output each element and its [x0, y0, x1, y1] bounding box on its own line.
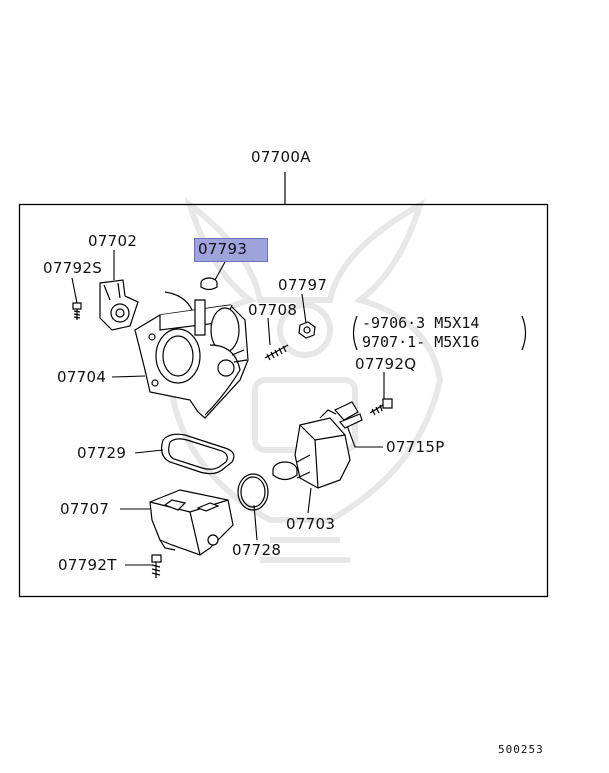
part-label-07702[interactable]: 07702 [88, 232, 138, 250]
cap-07793-part[interactable] [200, 277, 218, 291]
bracket-07715p-part[interactable] [334, 401, 363, 429]
spec-note-line-2: 9707·1- M5X16 [362, 333, 480, 351]
o-ring-07728-part[interactable] [237, 473, 269, 511]
part-label-07715p[interactable]: 07715P [386, 438, 445, 456]
part-label-07708[interactable]: 07708 [248, 301, 298, 319]
screw-07792s-part[interactable] [72, 302, 82, 320]
part-label-07793[interactable]: 07793 [198, 240, 248, 258]
throttle-body-part[interactable] [134, 291, 249, 419]
assembly-frame [18, 203, 549, 598]
part-label-07792q[interactable]: 07792Q [355, 355, 417, 373]
adjust-screw-07708-part[interactable] [264, 344, 289, 361]
part-label-07729[interactable]: 07729 [77, 444, 127, 462]
part-label-07792t[interactable]: 07792T [58, 556, 117, 574]
part-label-07707[interactable]: 07707 [60, 500, 110, 518]
screw-07792q-part[interactable] [369, 398, 393, 416]
nut-07797-part[interactable] [298, 321, 316, 339]
leader-lines [71, 250, 385, 566]
screw-07792t-part[interactable] [151, 554, 162, 578]
part-label-07704[interactable]: 07704 [57, 368, 107, 386]
assembly-label[interactable]: 07700A [251, 148, 311, 166]
part-label-07728[interactable]: 07728 [232, 541, 282, 559]
selected-part-highlight [194, 238, 268, 262]
throttle-position-sensor-part[interactable] [99, 279, 139, 331]
part-label-07703[interactable]: 07703 [286, 515, 336, 533]
spec-brackets [352, 315, 527, 351]
gasket-07729-part[interactable] [160, 433, 235, 475]
catalog-number: 500253 [498, 743, 544, 756]
spec-note-line-1: -9706·3 M5X14 [362, 314, 480, 332]
part-label-07792s[interactable]: 07792S [43, 259, 103, 277]
housing-07707-part[interactable] [149, 489, 234, 556]
idle-motor-07703-part[interactable] [272, 409, 351, 489]
part-label-07797[interactable]: 07797 [278, 276, 328, 294]
